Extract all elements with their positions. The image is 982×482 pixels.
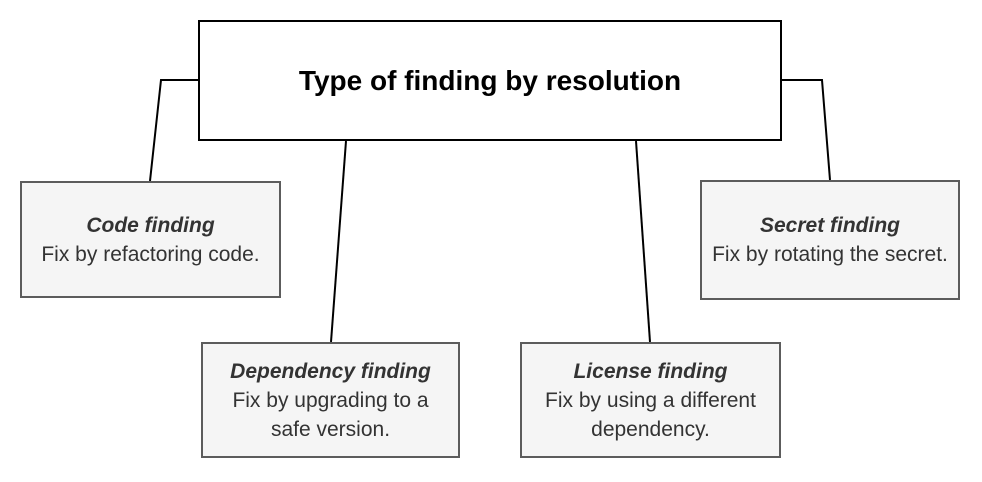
- root-title: Type of finding by resolution: [298, 64, 682, 96]
- node-code-finding-title: Code finding: [86, 213, 215, 237]
- node-license-finding-body: Fix by using a different dependency.: [545, 388, 756, 441]
- node-root: Type of finding by resolution: [198, 20, 782, 141]
- node-dependency-finding: Dependency finding Fix by upgrading to a…: [201, 342, 460, 458]
- node-license-finding: License finding Fix by using a different…: [520, 342, 781, 458]
- node-dependency-finding-body: Fix by upgrading to a safe version.: [232, 388, 429, 441]
- connector-root-to-dependency: [330, 140, 347, 343]
- node-license-finding-title: License finding: [573, 359, 728, 383]
- node-dependency-finding-title: Dependency finding: [230, 359, 431, 383]
- connector-root-to-code: [149, 79, 198, 182]
- connector-root-to-secret: [782, 79, 831, 181]
- node-secret-finding: Secret finding Fix by rotating the secre…: [700, 180, 960, 300]
- node-secret-finding-title: Secret finding: [759, 214, 901, 237]
- node-code-finding-body: Fix by refactoring code.: [41, 242, 260, 266]
- node-secret-finding-body: Fix by rotating the secret.: [712, 243, 948, 266]
- connector-root-to-license: [635, 140, 651, 343]
- node-code-finding: Code finding Fix by refactoring code.: [20, 181, 281, 298]
